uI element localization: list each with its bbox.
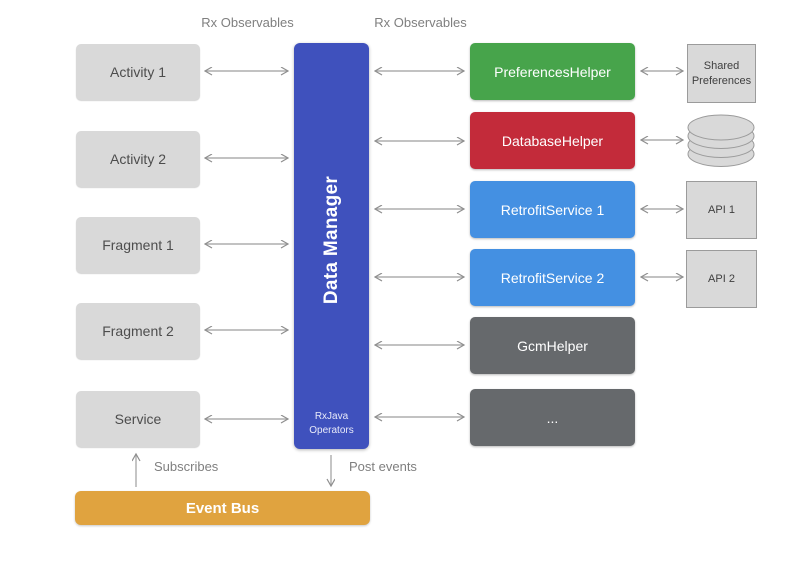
box-gcmhelper: GcmHelper — [470, 317, 635, 374]
box-databasehelper-label: DatabaseHelper — [501, 132, 604, 149]
database-cylinder-icon — [687, 114, 755, 167]
box-api-1-label: API 1 — [708, 203, 735, 216]
subscribes-label: Subscribes — [154, 459, 219, 474]
rx-observables-label-right: Rx Observables — [374, 15, 467, 30]
data-manager-box: Data Manager RxJava Operators — [294, 43, 369, 449]
box-activity-2: Activity 2 — [76, 131, 200, 187]
box-shared-preferences-label: Shared Preferences — [691, 60, 752, 87]
box-retrofitservice-2-label: RetrofitService 2 — [500, 269, 605, 286]
box-more-helpers-label: ... — [546, 409, 559, 426]
box-gcmhelper-label: GcmHelper — [517, 337, 588, 354]
rx-observables-label-left: Rx Observables — [201, 15, 294, 30]
box-retrofitservice-2: RetrofitService 2 — [470, 249, 635, 306]
box-retrofitservice-1-label: RetrofitService 1 — [500, 201, 605, 218]
box-api-2: API 2 — [686, 250, 757, 308]
box-fragment-2-label: Fragment 2 — [102, 323, 174, 339]
box-service: Service — [76, 391, 200, 447]
rxjava-operators-line1: RxJava — [314, 411, 349, 422]
box-fragment-2: Fragment 2 — [76, 303, 200, 359]
box-fragment-1: Fragment 1 — [76, 217, 200, 273]
post-events-label: Post events — [349, 459, 417, 474]
box-activity-1: Activity 1 — [76, 44, 200, 100]
box-fragment-1-label: Fragment 1 — [102, 237, 174, 253]
box-preferenceshelper: PreferencesHelper — [470, 43, 635, 100]
box-shared-preferences: Shared Preferences — [687, 44, 756, 103]
box-service-label: Service — [114, 411, 162, 427]
box-api-1: API 1 — [686, 181, 757, 239]
box-retrofitservice-1: RetrofitService 1 — [470, 181, 635, 238]
data-manager-title: Data Manager — [320, 175, 342, 305]
rxjava-operators-line2: Operators — [309, 424, 354, 436]
data-manager-footer: RxJava Operators — [294, 410, 369, 437]
box-event-bus-label: Event Bus — [185, 499, 260, 517]
box-more-helpers: ... — [470, 389, 635, 446]
box-databasehelper: DatabaseHelper — [470, 112, 635, 169]
box-activity-2-label: Activity 2 — [109, 151, 166, 167]
box-activity-1-label: Activity 1 — [109, 64, 166, 80]
box-event-bus: Event Bus — [75, 491, 370, 525]
box-preferenceshelper-label: PreferencesHelper — [494, 63, 611, 80]
box-api-2-label: API 2 — [708, 272, 735, 285]
